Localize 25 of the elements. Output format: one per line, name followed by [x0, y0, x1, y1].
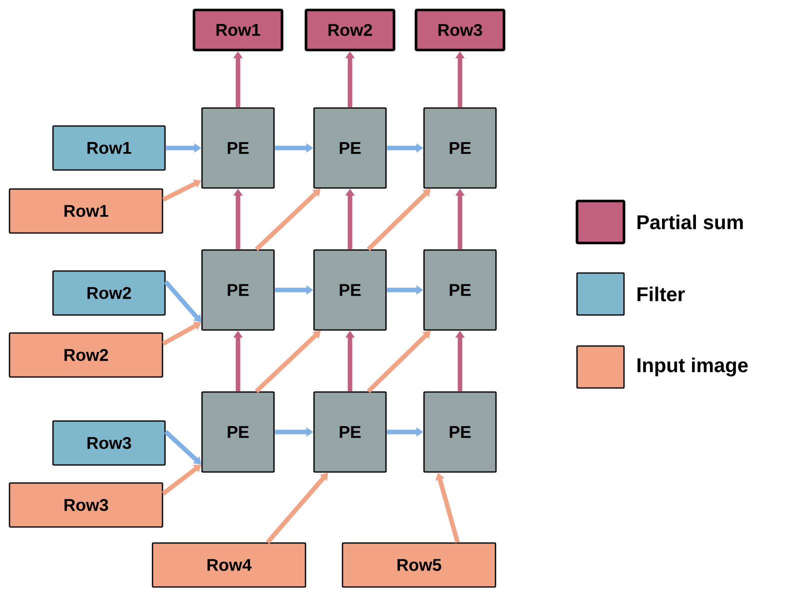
partial-sum-box: Row1	[192, 8, 284, 52]
partial-sum-box: Row2	[304, 8, 396, 52]
pe-box: PE	[313, 249, 387, 331]
input-image-box: Row3	[8, 482, 164, 528]
pe-box: PE	[423, 107, 497, 189]
pe-box: PE	[201, 249, 275, 331]
pe-box: PE	[423, 391, 497, 473]
input-image-box: Row1	[8, 188, 164, 234]
filter-box: Row3	[52, 420, 166, 466]
pe-box: PE	[423, 249, 497, 331]
input-image-box: Row5	[342, 542, 496, 588]
input-image-box: Row4	[152, 542, 306, 588]
pe-box: PE	[201, 391, 275, 473]
input-image-box: Row2	[8, 332, 164, 378]
filter-box: Row2	[52, 270, 166, 316]
pe-box: PE	[313, 391, 387, 473]
legend-label: Partial sum	[638, 214, 743, 230]
arrow	[164, 280, 202, 322]
arrow	[164, 430, 202, 464]
pe-box: PE	[201, 107, 275, 189]
pe-box: PE	[313, 107, 387, 189]
partial-sum-box: Row3	[414, 8, 506, 52]
legend-label: Filter	[638, 286, 685, 302]
legend-label: Input image	[638, 358, 748, 376]
filter-box: Row1	[52, 125, 166, 171]
